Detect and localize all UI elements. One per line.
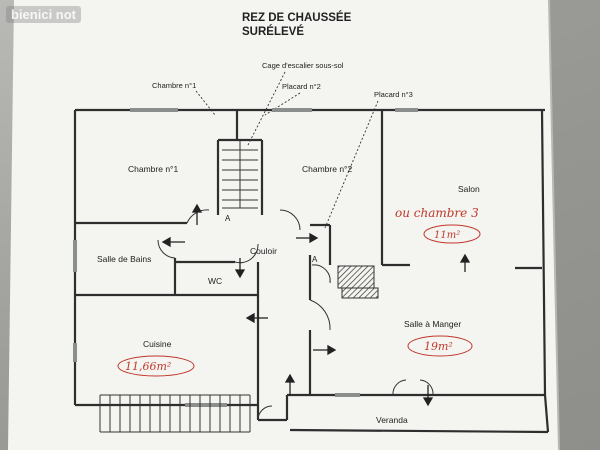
hatched-column bbox=[341, 287, 379, 299]
watermark-logo: bienici not bbox=[6, 6, 81, 23]
windows bbox=[73, 108, 418, 407]
room-label-cuisine: Cuisine bbox=[143, 339, 172, 349]
paper-shadow bbox=[548, 0, 600, 450]
staircase bbox=[222, 140, 258, 209]
marker-a-stair: A bbox=[225, 214, 231, 223]
room-label-veranda: Veranda bbox=[376, 415, 408, 425]
door-swings bbox=[157, 209, 434, 421]
callout-chambre1: Chambre n°1 bbox=[152, 81, 196, 90]
circulation-arrows bbox=[161, 203, 471, 407]
callout-placard3: Placard n°3 bbox=[374, 90, 413, 99]
callout-cage-escalier: Cage d'escalier sous-sol bbox=[262, 61, 344, 70]
room-label-salle-a-manger: Salle à Manger bbox=[404, 319, 461, 329]
annotation-sam-area-circle bbox=[407, 335, 473, 357]
exterior-staircase bbox=[99, 394, 251, 433]
room-label-wc: WC bbox=[208, 276, 222, 286]
room-label-salon: Salon bbox=[458, 184, 480, 194]
annotation-cuisine-area-circle bbox=[117, 355, 195, 377]
callout-placard2: Placard n°2 bbox=[282, 82, 321, 91]
room-label-chambre2: Chambre n°2 bbox=[302, 164, 352, 174]
annotation-salon-area: 11m² bbox=[434, 230, 460, 241]
annotation-cuisine-area: 11,66m² bbox=[125, 360, 171, 373]
annotation-salon-area-circle bbox=[423, 224, 481, 244]
annotation-sam-area: 19m² bbox=[424, 340, 453, 353]
plan-title-line2: SURÉLEVÉ bbox=[242, 25, 304, 38]
annotation-ou-chambre3: ou chambre 3 bbox=[395, 206, 479, 220]
room-label-couloir: Couloir bbox=[250, 246, 277, 256]
room-label-chambre1: Chambre n°1 bbox=[128, 164, 178, 174]
hatched-chimney bbox=[337, 265, 375, 289]
room-label-salle-de-bains: Salle de Bains bbox=[97, 254, 151, 264]
marker-a-placard: A bbox=[312, 255, 318, 264]
plan-title-line1: REZ DE CHAUSSÉE bbox=[242, 11, 352, 24]
